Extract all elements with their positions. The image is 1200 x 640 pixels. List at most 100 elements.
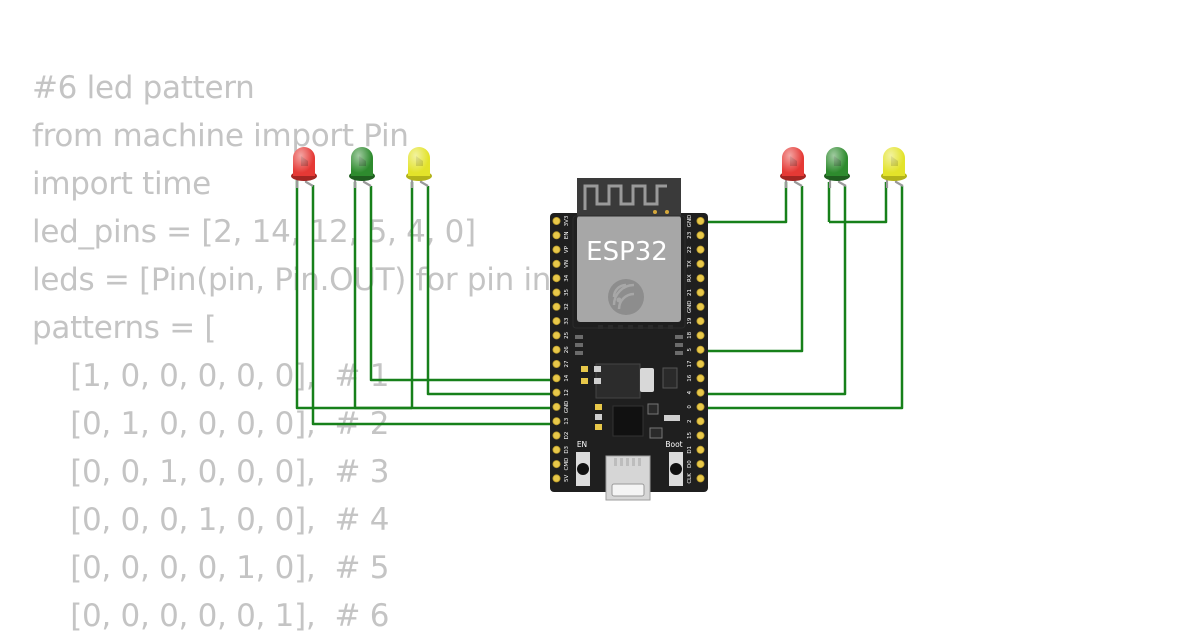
esp32-board[interactable]: ESP32 EN Boot [550, 178, 708, 501]
pin-left-32[interactable] [552, 302, 561, 311]
pin-left-27[interactable] [552, 359, 561, 368]
pin-right-17[interactable] [696, 359, 705, 368]
en-button[interactable] [576, 452, 590, 486]
pin-label: 12 [564, 389, 570, 396]
pin-label: 0 [687, 405, 693, 409]
pin-label: 19 [687, 317, 693, 324]
pin-left-34[interactable] [552, 274, 561, 283]
pin-label: 15 [687, 432, 693, 439]
pin-left-gnd[interactable] [552, 402, 561, 411]
usb-chip [612, 405, 644, 437]
pin-label: CMD [564, 458, 570, 471]
pin-label: 5V [564, 475, 570, 482]
pin-right-gnd[interactable] [696, 302, 705, 311]
pin-label: 18 [687, 331, 693, 338]
pin-label: 4 [687, 390, 693, 394]
pin-label: D1 [687, 446, 693, 454]
pin-label: 5 [687, 347, 693, 351]
pin-left-vn[interactable] [552, 259, 561, 268]
pin-label: 27 [564, 360, 570, 367]
pin-label: 32 [564, 303, 570, 310]
pin-left-en[interactable] [552, 231, 561, 240]
pin-left-d3[interactable] [552, 445, 561, 454]
pin-right-tx[interactable] [696, 259, 705, 268]
pin-left-25[interactable] [552, 331, 561, 340]
antenna-trace [583, 184, 667, 210]
pin-right-15[interactable] [696, 431, 705, 440]
wire-yellow-left-anode[interactable] [426, 186, 556, 396]
pin-right-clk[interactable] [696, 474, 705, 483]
pin-right-21[interactable] [696, 288, 705, 297]
pin-right-5[interactable] [696, 345, 705, 354]
pin-left-33[interactable] [552, 317, 561, 326]
code-line: [0, 0, 1, 0, 0, 0], # 3 [32, 454, 390, 490]
pin-right-d0[interactable] [696, 460, 705, 469]
pin-label: GND [687, 300, 693, 313]
pin-left-3v3[interactable] [552, 216, 561, 225]
en-label: EN [577, 440, 587, 449]
pin-label: 17 [687, 360, 693, 367]
pin-left-5v[interactable] [552, 474, 561, 483]
boot-button[interactable] [669, 452, 683, 486]
pin-label: 13 [564, 417, 570, 424]
pin-label: 23 [687, 231, 693, 238]
pin-label: GND [564, 401, 570, 414]
pin-label: 34 [564, 274, 570, 281]
pin-left-d2[interactable] [552, 431, 561, 440]
pin-right-18[interactable] [696, 331, 705, 340]
pin-right-2[interactable] [696, 417, 705, 426]
leds [291, 147, 907, 188]
pin-left-13[interactable] [552, 417, 561, 426]
pin-right-rx[interactable] [696, 274, 705, 283]
pin-right-gnd[interactable] [696, 216, 705, 225]
pin-label: GND [687, 215, 693, 228]
pin-right-23[interactable] [696, 231, 705, 240]
wire-green-left-cathode[interactable] [353, 182, 412, 410]
wire-red-right-cathode[interactable] [700, 182, 788, 224]
pin-left-12[interactable] [552, 388, 561, 397]
code-line: from machine import Pin [32, 118, 409, 154]
wire-yellow-right-anode[interactable] [700, 186, 904, 410]
pin-left-vp[interactable] [552, 245, 561, 254]
led-red-left-icon[interactable] [291, 147, 317, 188]
code-line: [0, 0, 0, 1, 0, 0], # 4 [32, 502, 390, 538]
led-yellow-right-icon[interactable] [881, 147, 907, 188]
module-pads [598, 325, 673, 329]
pin-right-22[interactable] [696, 245, 705, 254]
pin-left-14[interactable] [552, 374, 561, 383]
module-shield [577, 216, 681, 322]
code-line: [0, 0, 0, 0, 1, 0], # 5 [32, 550, 390, 586]
wire-yellow-right-cathode[interactable] [829, 182, 888, 224]
code-line: import time [32, 166, 211, 202]
pin-left-26[interactable] [552, 345, 561, 354]
pin-label: VP [564, 245, 570, 253]
pin-right-16[interactable] [696, 374, 705, 383]
pin-label: RX [687, 274, 693, 282]
code-line: #6 led pattern [32, 70, 255, 106]
pin-right-d1[interactable] [696, 445, 705, 454]
usb-port[interactable] [605, 455, 651, 501]
pin-label: D3 [564, 445, 570, 453]
pin-right-0[interactable] [696, 402, 705, 411]
code-line: led_pins = [2, 14, 12, 5, 4, 0] [32, 214, 476, 250]
led-yellow-left-icon[interactable] [406, 147, 432, 188]
pin-right-4[interactable] [696, 388, 705, 397]
led-green-right-icon[interactable] [824, 147, 850, 188]
wire-green-left-anode[interactable] [369, 186, 556, 382]
pin-label: 22 [687, 246, 693, 253]
pin-right-19[interactable] [696, 317, 705, 326]
led-green-left-icon[interactable] [349, 147, 375, 188]
wire-red-right-anode[interactable] [700, 186, 804, 353]
pin-left-35[interactable] [552, 288, 561, 297]
left-pin-header: 3V3ENVPVN343532332526271412GND13D2D3CMD5… [552, 215, 570, 483]
pin-label: 2 [687, 419, 693, 423]
pin-left-cmd[interactable] [552, 460, 561, 469]
led-red-right-icon[interactable] [780, 147, 806, 188]
wire-red-left-cathode[interactable] [295, 180, 556, 410]
pin-label: 33 [564, 317, 570, 324]
pin-label: VN [564, 260, 570, 268]
wire-green-right-anode[interactable] [700, 186, 847, 396]
code-line: patterns = [ [32, 310, 217, 346]
